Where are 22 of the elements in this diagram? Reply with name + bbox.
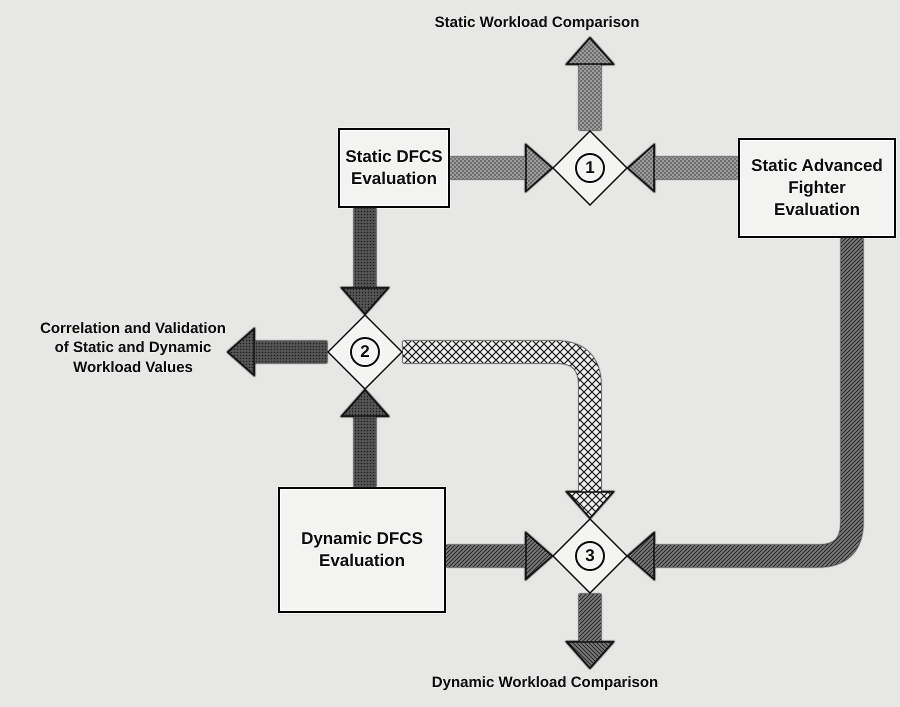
block-arrow <box>566 37 614 130</box>
process-box: Static Advanced Fighter Evaluation <box>738 138 896 238</box>
process-box: Static DFCS Evaluation <box>338 128 450 208</box>
outcome-text: Static Workload Comparison <box>387 8 687 38</box>
junction-diamond <box>552 518 628 594</box>
block-arrow <box>341 389 389 487</box>
outcome-text: Dynamic Workload Comparison <box>395 668 695 698</box>
outcome-text: Correlation and Validation of Static and Dynamic Workload Values <box>38 302 228 394</box>
block-arrow <box>450 144 553 192</box>
step-number: 1 <box>575 153 605 183</box>
block-arrow <box>446 532 553 580</box>
block-arrow <box>627 144 738 192</box>
block-arrow <box>566 594 614 669</box>
block-arrow <box>227 328 327 376</box>
block-arrow <box>403 341 614 519</box>
step-number: 2 <box>350 337 380 367</box>
junction-diamond <box>327 314 403 390</box>
block-arrow <box>627 238 863 580</box>
junction-diamond <box>552 130 628 206</box>
step-number: 3 <box>575 541 605 571</box>
process-box: Dynamic DFCS Evaluation <box>278 487 446 613</box>
block-arrow <box>341 208 389 315</box>
